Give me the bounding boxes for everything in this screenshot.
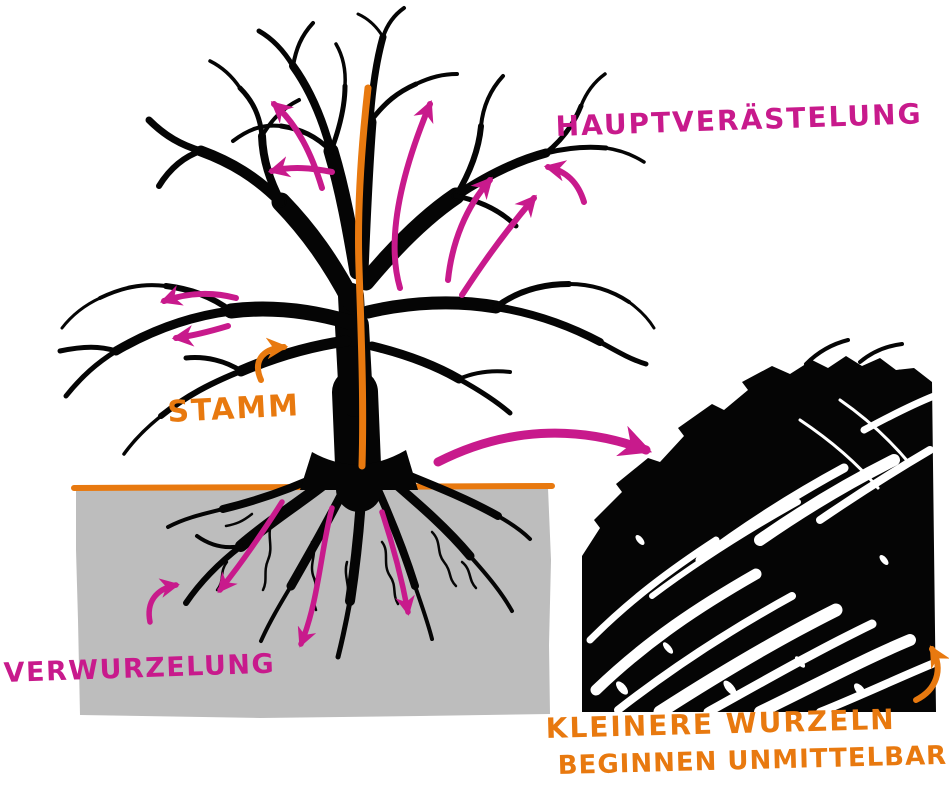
label-hauptveraestelung: HAUPTVERÄSTELUNG xyxy=(555,96,923,143)
root-arrow-down-right xyxy=(379,509,415,616)
canopy-arrow-up-right-1 xyxy=(445,176,493,283)
detail-white-dots xyxy=(616,535,889,697)
root-flow-arrows xyxy=(146,499,415,648)
canopy-arrow-hook-right xyxy=(543,160,587,205)
detail-note-arrow xyxy=(913,645,949,703)
detail-twigs xyxy=(804,338,931,411)
canopy-arrow-left-lower xyxy=(171,323,231,347)
canopy-arrow-left-upper xyxy=(267,156,335,178)
canopy-arrow-left-mid xyxy=(159,285,239,306)
detail-white-channels xyxy=(586,392,938,719)
canopy-arrow-up-left xyxy=(270,101,325,191)
root-arrow-down-center xyxy=(297,505,335,648)
trunk-sap-line xyxy=(355,84,372,470)
canopy-arrow-up-center xyxy=(391,100,434,291)
label-beginnen-unmittelbar: BEGINNEN UNMITTELBAR xyxy=(557,741,947,781)
root-arrow-hook-left xyxy=(146,578,180,625)
canopy-arrow-up-right-2 xyxy=(459,194,537,298)
detail-link-arrow xyxy=(433,425,653,467)
root-arrow-down-left xyxy=(217,499,285,594)
root-detail-drawing xyxy=(582,338,938,719)
canopy-flow-arrows xyxy=(159,100,587,347)
label-stamm: STAMM xyxy=(167,388,301,430)
stamm-arrow xyxy=(255,337,289,383)
